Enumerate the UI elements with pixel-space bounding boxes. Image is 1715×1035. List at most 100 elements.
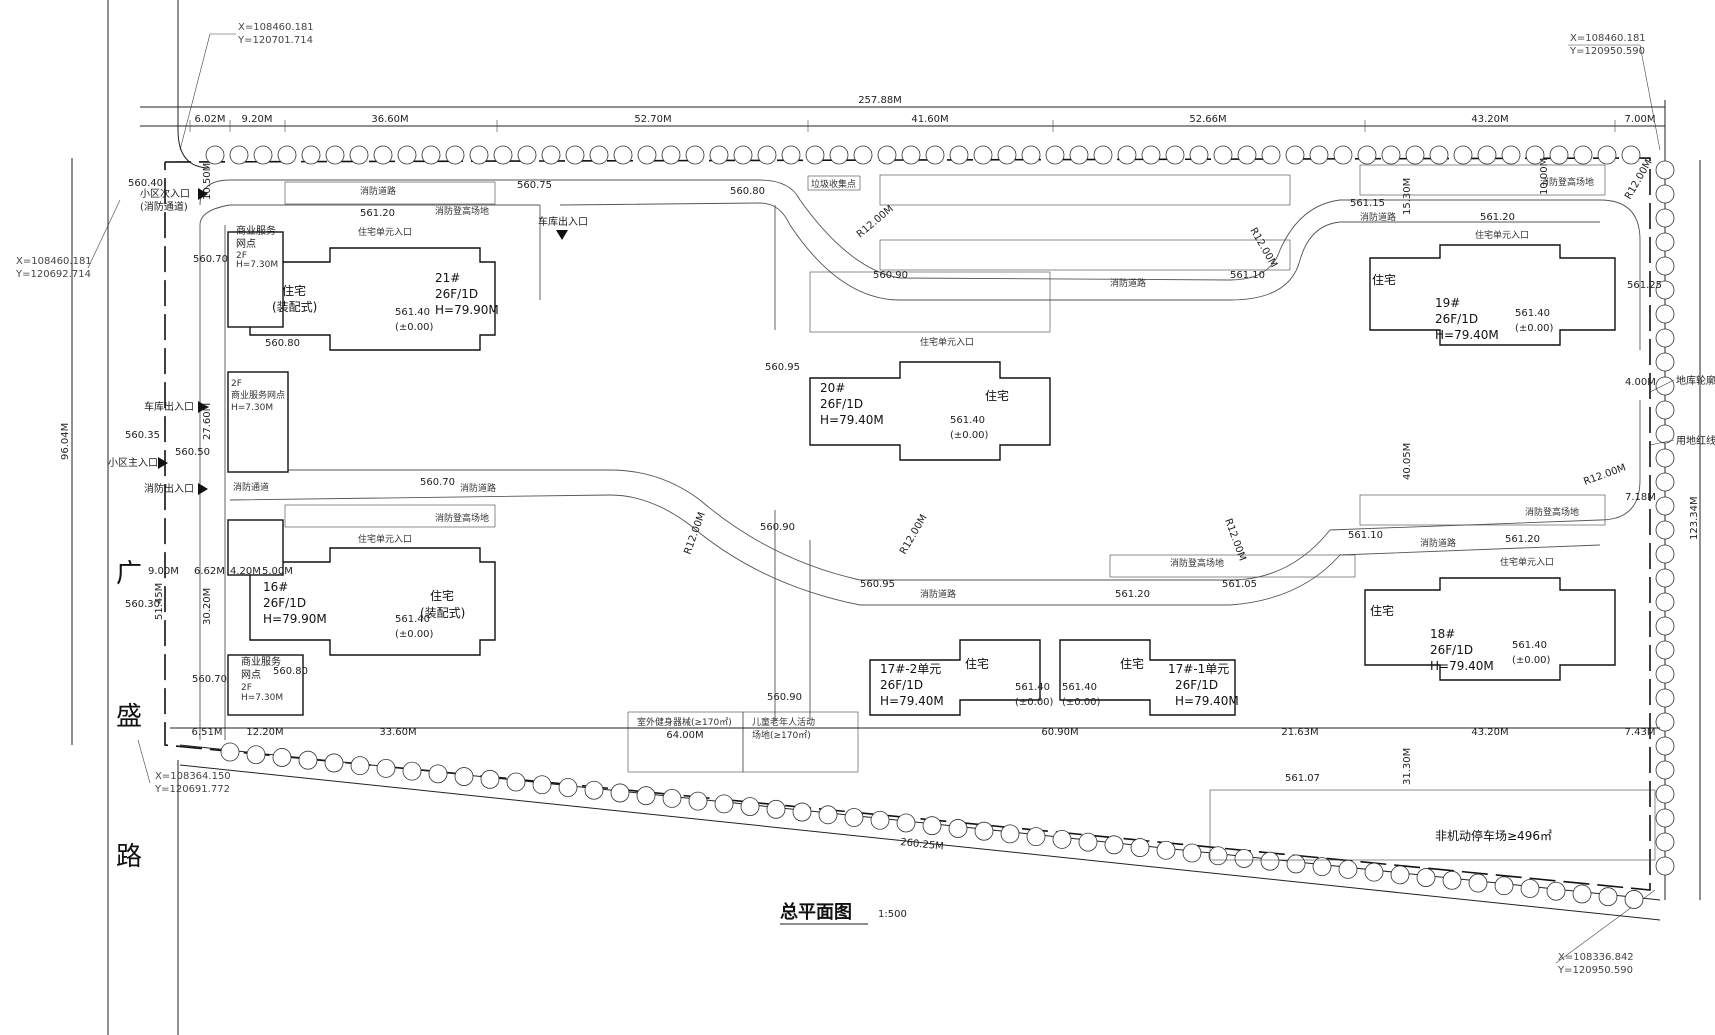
dim-top-7: 43.20M — [1471, 114, 1508, 125]
tree-icon — [480, 769, 500, 789]
tree-icon — [714, 794, 734, 814]
coord-top-right-x: X=108460.181 — [1570, 33, 1646, 44]
building-labels: 21# 26F/1D H=79.90M 住宅 (装配式) 561.40 (±0.… — [231, 224, 1554, 708]
tree-icon — [973, 145, 993, 165]
tree-icon — [1213, 145, 1233, 165]
bldg-17-2-id: 17#-2单元 — [880, 662, 941, 676]
tree-icon — [661, 145, 681, 165]
bldg-16-spec: 26F/1D — [263, 596, 306, 610]
bldg-21-spec: 26F/1D — [435, 287, 478, 301]
dim-right-2: 40.05M — [1402, 443, 1413, 480]
title-text: 总平面图 — [780, 901, 852, 923]
tree-icon — [1655, 280, 1675, 300]
coord-bottom-left-y: Y=120691.772 — [154, 784, 230, 795]
tree-icon — [532, 775, 552, 795]
dim-left-4: 27.60M — [202, 403, 213, 440]
side-dimensions: 96.04M 51.45M 30.20M 27.60M 10.50M 9.00M… — [60, 158, 1701, 900]
tree-icon — [1655, 184, 1675, 204]
title-scale: 1:500 — [878, 909, 907, 920]
tree-icon — [246, 745, 266, 765]
tree-icon — [829, 145, 849, 165]
elev-20: 560.95 — [860, 579, 895, 590]
tree-icon — [1130, 838, 1150, 857]
bldg-19-type: 住宅 — [1372, 272, 1396, 287]
tree-icon — [925, 145, 945, 165]
bldg-17-2-type: 住宅 — [965, 656, 989, 671]
bldg-21-height: H=79.90M — [435, 303, 499, 317]
elev-4: 561.20 — [360, 208, 395, 219]
tree-icon — [1494, 876, 1514, 896]
bldg-20-zero: (±0.00) — [950, 430, 989, 441]
tree-icon — [792, 802, 812, 822]
coord-top-left-x: X=108460.181 — [238, 22, 314, 33]
tree-icon — [1026, 827, 1046, 847]
tree-icon — [1655, 352, 1675, 372]
dim-bottom-2: 12.20M — [246, 727, 283, 738]
tree-icon — [1655, 520, 1675, 540]
bldg-18-id: 18# — [1430, 627, 1455, 641]
road-char-2: 盛 — [116, 702, 142, 732]
tree-icon — [688, 791, 708, 811]
dim-right-total: 123.34M — [1689, 496, 1700, 540]
tree-row-top — [205, 145, 1641, 165]
bldg-20-type: 住宅 — [985, 388, 1009, 403]
tree-icon — [565, 145, 585, 165]
radius-1: R12.00M — [855, 203, 896, 240]
tree-icon — [1621, 145, 1641, 165]
elev-11: 560.80 — [265, 338, 300, 349]
bldg-17-1-height: H=79.40M — [1175, 694, 1239, 708]
elev-25: 561.07 — [1285, 773, 1320, 784]
bldg-16-id: 16# — [263, 580, 288, 594]
fitness-area: 室外健身器械(≥170㎡) — [637, 716, 732, 728]
elev-7: 561.25 — [1627, 280, 1662, 291]
bldg-18-elev: 561.40 — [1512, 640, 1547, 651]
dim-right-3: 31.30M — [1402, 748, 1413, 785]
bldg-17-1-spec: 26F/1D — [1175, 678, 1218, 692]
tree-icon — [766, 799, 786, 819]
right-legend: 地库轮廓线 用地红线 — [1649, 374, 1715, 447]
tree-icon — [1261, 145, 1281, 165]
bldg-16-note: (装配式) — [420, 606, 465, 620]
bldg-17-2-spec: 26F/1D — [880, 678, 923, 692]
tree-icon — [229, 145, 249, 165]
bldg-17-2-elev: 561.40 — [1015, 682, 1050, 693]
tree-icon — [1501, 145, 1521, 165]
dim-top-8: 7.00M — [1625, 114, 1656, 125]
dim-left-6: 9.00M — [148, 566, 179, 577]
bldg-21-elev: 561.40 — [395, 307, 430, 318]
radius-5: R12.00M — [682, 511, 707, 556]
elev-2: 560.75 — [517, 180, 552, 191]
tree-icon — [1045, 145, 1065, 165]
tree-icon — [1598, 887, 1618, 907]
elev-18: 561.20 — [1505, 534, 1540, 545]
fire-platform-4: 消防登高场地 — [1170, 557, 1224, 569]
entrance-main: 小区主入口 — [108, 457, 158, 469]
elev-23: 560.80 — [273, 666, 308, 677]
tree-row-right — [1655, 160, 1675, 876]
tree-icon — [1309, 145, 1329, 165]
dim-left-2: 51.45M — [154, 583, 165, 620]
elev-19: 561.05 — [1222, 579, 1257, 590]
fire-road-2: 消防道路 — [1110, 277, 1146, 289]
buildings — [227, 231, 1616, 716]
tree-icon — [1655, 640, 1675, 660]
tree-icon — [1405, 145, 1425, 165]
dim-left-3: 30.20M — [202, 588, 213, 625]
tree-icon — [1381, 145, 1401, 165]
bldg-17-1-elev: 561.40 — [1062, 682, 1097, 693]
tree-icon — [1237, 145, 1257, 165]
tree-icon — [469, 145, 489, 165]
bldg-18-spec: 26F/1D — [1430, 643, 1473, 657]
comm-1-name2: 网点 — [236, 238, 256, 250]
tree-icon — [428, 764, 448, 784]
tree-icon — [1525, 145, 1545, 165]
tree-icon — [301, 145, 321, 165]
tree-icon — [1189, 145, 1209, 165]
tree-icon — [1390, 865, 1410, 885]
tree-icon — [1453, 145, 1473, 165]
tree-icon — [376, 758, 396, 778]
dim-top-total: 257.88M — [858, 95, 902, 106]
fire-platform-1: 消防登高场地 — [435, 205, 489, 217]
top-dimensions: 257.88M 6.02M 9.20M 36.60M 52.70M 41.60M… — [140, 95, 1665, 132]
tree-icon — [1655, 784, 1675, 804]
